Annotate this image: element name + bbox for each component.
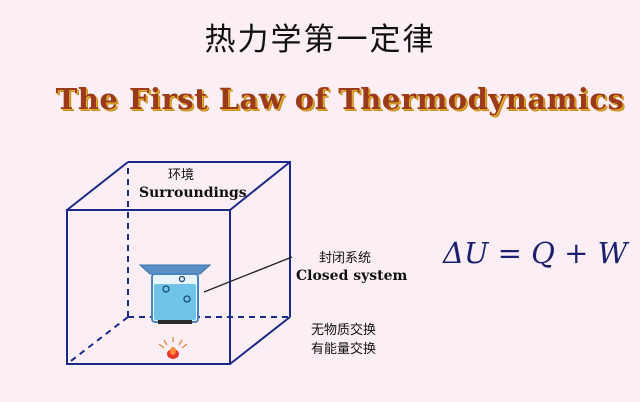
- cube-visible-edges: [66, 161, 291, 365]
- closed-system-label-en: Closed system: [296, 268, 408, 284]
- english-title: The First Law of Thermodynamics: [55, 82, 625, 116]
- closed-system-label-cn: 封闭系统: [319, 251, 372, 266]
- flame-icon: [158, 337, 188, 359]
- no-matter-exchange-label: 无物质交换: [311, 323, 377, 338]
- beaker-icon: [138, 264, 212, 324]
- surroundings-label-en: Surroundings: [139, 185, 247, 201]
- chinese-title: 热力学第一定律: [204, 22, 436, 58]
- first-law-equation: ΔU = Q + W: [443, 236, 628, 270]
- surroundings-label-cn: 环境: [168, 168, 195, 183]
- energy-exchange-label: 有能量交换: [311, 342, 377, 357]
- system-pointer-line: [203, 256, 293, 293]
